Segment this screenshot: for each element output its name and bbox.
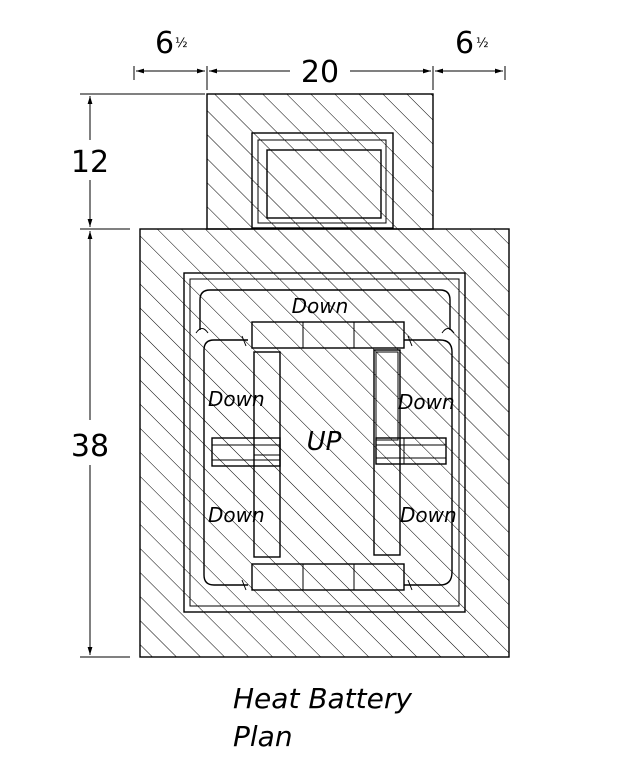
dim-width: 20 <box>301 55 339 90</box>
drawing-title-line2: Plan <box>233 720 293 753</box>
inner-layout <box>195 289 455 591</box>
dim-left-offset: 6 <box>155 26 174 61</box>
dim-upper-height: 12 <box>71 145 109 180</box>
upper-block <box>206 93 434 230</box>
label-down-right-lower: Down <box>400 503 457 527</box>
dim-left-offset-fraction: ½ <box>175 36 188 51</box>
label-down-top: Down <box>292 294 349 318</box>
drawing-title-line1: Heat Battery <box>233 682 412 715</box>
dim-right-offset-fraction: ½ <box>476 36 489 51</box>
label-down-left-upper: Down <box>208 387 265 411</box>
label-down-left-lower: Down <box>208 503 265 527</box>
dim-right-offset: 6 <box>455 26 474 61</box>
label-up-center: UP <box>307 427 342 457</box>
label-down-right-upper: Down <box>398 390 455 414</box>
dimension-lines <box>80 66 506 658</box>
dim-lower-height: 38 <box>71 429 109 464</box>
main-block <box>139 228 510 658</box>
